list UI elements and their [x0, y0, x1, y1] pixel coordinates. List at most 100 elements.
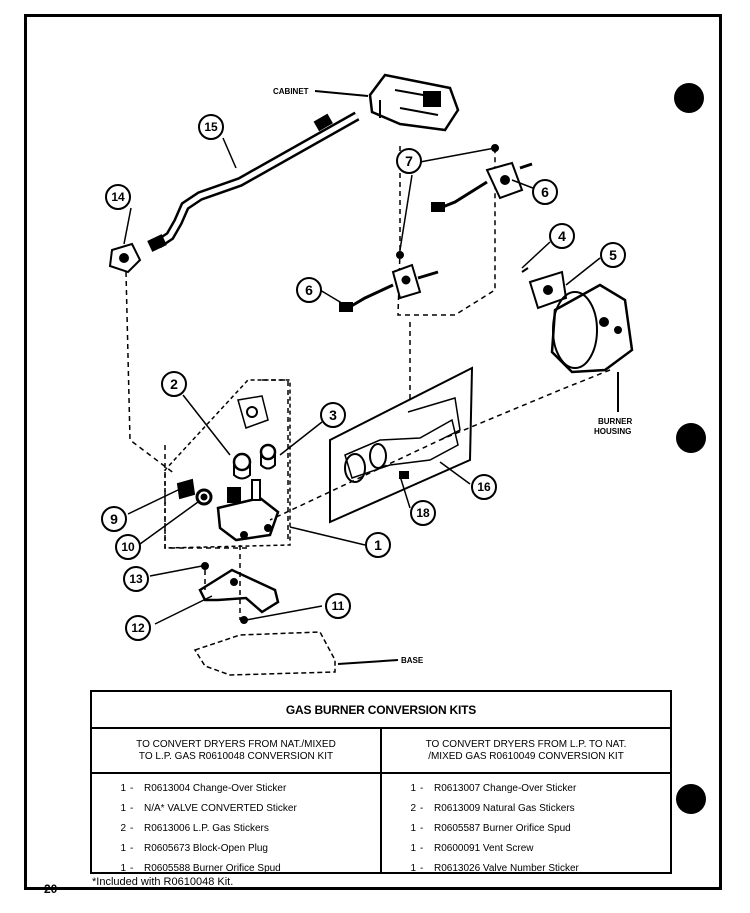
row-qty: 1 — [410, 862, 416, 874]
binder-hole-middle — [676, 423, 706, 453]
callout-16-text: 16 — [477, 480, 491, 494]
callout-14-text: 14 — [111, 190, 125, 204]
callout-14 — [105, 184, 131, 210]
callout-11-text: 11 — [332, 599, 345, 613]
callout-3-text: 3 — [329, 407, 337, 423]
row-text: R0605673 Block-Open Plug — [144, 842, 268, 854]
row-qty: 1 — [120, 782, 126, 794]
callout-11 — [325, 593, 351, 619]
base-leader — [337, 659, 399, 665]
callout-18 — [410, 500, 436, 526]
gas-valve-assembly — [164, 379, 291, 549]
burner-housing-label-1: BURNER — [598, 417, 632, 426]
callout-13-text: 13 — [129, 572, 143, 586]
callout-18-text: 18 — [416, 506, 430, 520]
row-qty: 2 — [410, 802, 416, 814]
table-row: 2-R0613006 L.P. Gas Stickers — [92, 818, 380, 838]
callout-5 — [600, 242, 626, 268]
row-text: R0605587 Burner Orifice Spud — [434, 822, 571, 834]
table-row: 1-R0605588 Burner Orifice Spud — [92, 858, 380, 878]
row-qty: 1 — [410, 842, 416, 854]
callout-13 — [123, 566, 149, 592]
row-text: R0613026 Valve Number Sticker — [434, 862, 579, 874]
callout-1 — [365, 532, 391, 558]
callout-10 — [115, 534, 141, 560]
left-kit-list: 1-R0613004 Change-Over Sticker 1-N/A* VA… — [92, 774, 380, 874]
callout-15-text: 15 — [204, 120, 218, 134]
left-column-header: TO CONVERT DRYERS FROM NAT./MIXED TO L.P… — [92, 729, 380, 772]
callout-1-text: 1 — [374, 537, 382, 553]
callout-16 — [471, 474, 497, 500]
row-text: N/A* VALVE CONVERTED Sticker — [144, 802, 297, 814]
row-text: R0613009 Natural Gas Stickers — [434, 802, 575, 814]
callout-7 — [396, 148, 422, 174]
table-row: 2-R0613009 Natural Gas Stickers — [382, 798, 670, 818]
base-outline — [193, 631, 336, 676]
cabinet-leader — [314, 90, 369, 97]
table-body: 1-R0613004 Change-Over Sticker 1-N/A* VA… — [92, 774, 670, 874]
callout-2-text: 2 — [170, 376, 178, 392]
right-column-header: TO CONVERT DRYERS FROM L.P. TO NAT. /MIX… — [380, 729, 670, 772]
table-row: 1-N/A* VALVE CONVERTED Sticker — [92, 798, 380, 818]
page-frame — [24, 14, 722, 890]
row-qty: 2 — [120, 822, 126, 834]
burner-housing — [521, 267, 634, 374]
binder-hole-top — [674, 83, 704, 113]
table-row: 1-R0613007 Change-Over Sticker — [382, 778, 670, 798]
table-header: TO CONVERT DRYERS FROM NAT./MIXED TO L.P… — [92, 729, 670, 774]
callout-6-upper — [532, 179, 558, 205]
gas-pipe — [147, 111, 360, 252]
table-row: 1-R0605673 Block-Open Plug — [92, 838, 380, 858]
cabinet-part — [368, 73, 460, 132]
callout-15 — [198, 114, 224, 140]
burner-housing-label-2: HOUSING — [594, 427, 631, 436]
callout-leaders — [123, 137, 601, 625]
left-header-line-2: TO L.P. GAS R0610048 CONVERSION KIT — [138, 750, 334, 762]
callout-9-text: 9 — [110, 511, 118, 527]
callout-5-text: 5 — [609, 247, 617, 263]
conversion-kits-table: GAS BURNER CONVERSION KITS TO CONVERT DR… — [90, 690, 672, 874]
page-number: 20 — [44, 882, 58, 896]
left-header-line-1: TO CONVERT DRYERS FROM NAT./MIXED — [136, 738, 336, 750]
table-row: 1-R0613004 Change-Over Sticker — [92, 778, 380, 798]
callout-12 — [125, 615, 151, 641]
upper-wire-harness — [431, 144, 533, 212]
burner-tube-panel — [329, 366, 474, 524]
callout-3 — [320, 402, 346, 428]
orifice-parts — [176, 478, 213, 506]
cabinet-label: CABINET — [273, 87, 309, 96]
table-row: 1-R0600091 Vent Screw — [382, 838, 670, 858]
row-text: R0605588 Burner Orifice Spud — [144, 862, 281, 874]
row-text: R0600091 Vent Screw — [434, 842, 534, 854]
table-row: 1-R0605587 Burner Orifice Spud — [382, 818, 670, 838]
callout-4 — [549, 223, 575, 249]
callout-9 — [101, 506, 127, 532]
callout-6-upper-text: 6 — [541, 184, 549, 200]
table-row: 1-R0613026 Valve Number Sticker — [382, 858, 670, 878]
right-header-line-1: TO CONVERT DRYERS FROM L.P. TO NAT. — [425, 738, 627, 750]
right-kit-list: 1-R0613007 Change-Over Sticker 2-R061300… — [380, 774, 670, 874]
table-title: GAS BURNER CONVERSION KITS — [92, 692, 670, 729]
callout-2 — [161, 371, 187, 397]
row-qty: 1 — [410, 822, 416, 834]
base-label: BASE — [401, 656, 424, 665]
footnote: *Included with R0610048 Kit. — [92, 876, 234, 888]
callout-7-text: 7 — [405, 153, 413, 169]
row-qty: 1 — [120, 802, 126, 814]
row-qty: 1 — [410, 782, 416, 794]
elbow-fitting — [108, 242, 142, 274]
valve-mounting-bracket — [198, 562, 280, 624]
callout-12-text: 12 — [131, 621, 145, 635]
row-text: R0613007 Change-Over Sticker — [434, 782, 577, 794]
row-qty: 1 — [120, 862, 126, 874]
callout-6-lower — [296, 277, 322, 303]
callout-4-text: 4 — [558, 228, 566, 244]
row-text: R0613004 Change-Over Sticker — [144, 782, 287, 794]
binder-hole-bottom — [676, 784, 706, 814]
row-text: R0613006 L.P. Gas Stickers — [144, 822, 269, 834]
callout-circles — [101, 114, 626, 641]
lower-wire-harness — [339, 251, 439, 312]
row-qty: 1 — [120, 842, 126, 854]
callout-10-text: 10 — [121, 540, 135, 554]
